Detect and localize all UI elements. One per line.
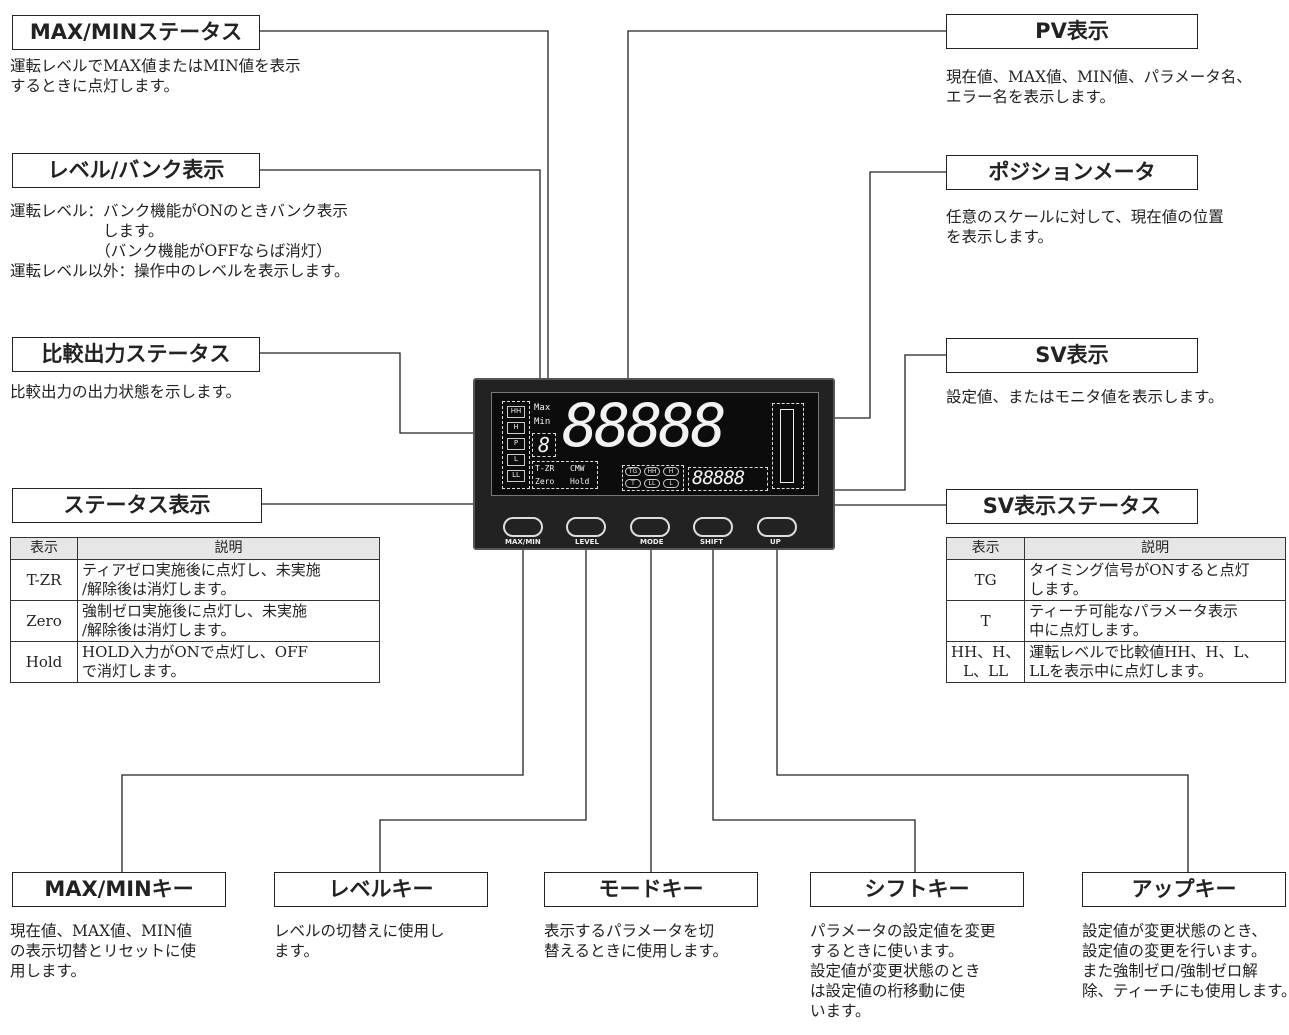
- max-indicator: Max: [534, 403, 551, 413]
- led-tg: TG: [625, 467, 641, 476]
- position-meter-title: ポジションメータ: [946, 155, 1198, 190]
- table-row: TG タイミング信号がONすると点灯 します。: [945, 559, 1286, 601]
- table-cell: 運転レベルで比較値HH、H、L、 LLを表示中に点灯します。: [1024, 641, 1286, 683]
- sv-status-table: 表示 説明 TG タイミング信号がONすると点灯 します。 T ティーチ可能なパ…: [945, 537, 1286, 683]
- led-t: T: [625, 479, 641, 488]
- status-display-title: ステータス表示: [12, 488, 262, 523]
- sv-digits: 88888: [692, 467, 745, 489]
- led-sv-l: L: [663, 479, 679, 488]
- shift-key-title: シフトキー: [810, 872, 1024, 907]
- table-cell: HH、H、 L、LL: [945, 641, 1026, 683]
- sv-display-desc: 設定値、またはモニタ値を表示します。: [946, 388, 1224, 406]
- level-key-desc: レベルの切替えに使用し ます。: [274, 922, 445, 960]
- led-hh: HH: [507, 406, 525, 418]
- table-header-row: 表示 説明: [945, 537, 1286, 560]
- bank-digit: 8: [538, 433, 551, 457]
- pv-display-desc: 現在値、MAX値、MIN値、パラメータ名、 エラー名を表示します。: [946, 68, 1252, 106]
- led-sv-hh: HH: [644, 467, 660, 476]
- shift-key[interactable]: [693, 517, 733, 537]
- table-header-row: 表示 説明: [10, 537, 380, 560]
- led-sv-h: H: [663, 467, 679, 476]
- led-sv-ll: LL: [644, 479, 660, 488]
- table-header: 表示: [945, 537, 1026, 560]
- pv-display-title: PV表示: [946, 14, 1198, 49]
- lcd-display: HH H P L LL Max Min 8 T-ZR Zero Hold CMW…: [491, 392, 819, 496]
- mode-key-label: MODE: [640, 538, 664, 546]
- level-bank-desc: 運転レベル：バンク機能がONのときバンク表示 します。 （バンク機能がOFFなら…: [10, 202, 350, 280]
- level-key-title: レベルキー: [274, 872, 488, 907]
- position-meter-desc: 任意のスケールに対して、現在値の位置 を表示します。: [946, 208, 1224, 246]
- up-key[interactable]: [757, 517, 797, 537]
- table-cell: 強制ゼロ実施後に点灯し、未実施 /解除後は消灯します。: [77, 600, 380, 642]
- position-meter-bar: [780, 409, 794, 483]
- led-l: L: [507, 454, 525, 466]
- sv-status-title: SV表示ステータス: [946, 489, 1198, 524]
- led-h: H: [507, 422, 525, 434]
- led-ll: LL: [507, 470, 525, 482]
- status-area: [532, 461, 598, 489]
- table-row: HH、H、 L、LL 運転レベルで比較値HH、H、L、 LLを表示中に点灯します…: [945, 641, 1286, 683]
- pv-digits: 88888: [562, 391, 727, 461]
- up-key-desc: 設定値が変更状態のとき、 設定値の変更を行います。 また強制ゼロ/強制ゼロ解 除…: [1082, 922, 1289, 1000]
- compare-output-desc: 比較出力の出力状態を示します。: [10, 383, 241, 401]
- sv-display-title: SV表示: [946, 338, 1198, 373]
- maxmin-status-title: MAX/MINステータス: [12, 15, 260, 50]
- level-bank-title: レベル/バンク表示: [12, 153, 260, 188]
- level-key-label: LEVEL: [575, 538, 599, 546]
- shift-key-desc: パラメータの設定値を変更 するときに使います。 設定値が変更状態のとき は設定値…: [810, 922, 996, 1020]
- maxmin-key-desc: 現在値、MAX値、MIN値 の表示切替とリセットに使 用します。: [10, 922, 197, 980]
- maxmin-key[interactable]: [503, 517, 543, 537]
- level-bank-area: [532, 433, 556, 457]
- table-row: T ティーチ可能なパラメータ表示 中に点灯します。: [945, 600, 1286, 642]
- up-key-title: アップキー: [1082, 872, 1286, 907]
- table-row: Hold HOLD入力がONで点灯し、OFF で消灯します。: [10, 641, 380, 683]
- table-cell: TG: [945, 559, 1026, 601]
- table-cell: Hold: [10, 641, 78, 683]
- table-cell: HOLD入力がONで点灯し、OFF で消灯します。: [77, 641, 380, 683]
- table-cell: ティーチ可能なパラメータ表示 中に点灯します。: [1024, 600, 1286, 642]
- table-cell: T-ZR: [10, 559, 78, 601]
- compare-output-title: 比較出力ステータス: [12, 337, 260, 372]
- status-table: 表示 説明 T-ZR ティアゼロ実施後に点灯し、未実施 /解除後は消灯します。 …: [10, 537, 380, 683]
- led-p: P: [507, 438, 525, 450]
- shift-key-label: SHIFT: [700, 538, 724, 546]
- tzr-indicator: T-ZR: [535, 464, 555, 473]
- level-key[interactable]: [566, 517, 606, 537]
- mode-key-title: モードキー: [544, 872, 758, 907]
- cmw-indicator: CMW: [570, 464, 585, 473]
- table-cell: Zero: [10, 600, 78, 642]
- mode-key[interactable]: [630, 517, 670, 537]
- table-row: T-ZR ティアゼロ実施後に点灯し、未実施 /解除後は消灯します。: [10, 559, 380, 601]
- table-cell: タイミング信号がONすると点灯 します。: [1024, 559, 1286, 601]
- min-indicator: Min: [534, 417, 551, 427]
- table-cell: T: [945, 600, 1026, 642]
- table-header: 表示: [10, 537, 78, 560]
- mode-key-desc: 表示するパラメータを切 替えるときに使用します。: [544, 922, 728, 960]
- up-key-label: UP: [770, 538, 781, 546]
- table-header: 説明: [1024, 537, 1286, 560]
- zero-indicator: Zero: [535, 477, 555, 486]
- compare-output-area: [502, 401, 530, 489]
- sv-status-area: [622, 465, 684, 491]
- hold-indicator: Hold: [570, 477, 590, 486]
- table-row: Zero 強制ゼロ実施後に点灯し、未実施 /解除後は消灯します。: [10, 600, 380, 642]
- position-meter-area: [772, 403, 804, 489]
- maxmin-key-title: MAX/MINキー: [12, 872, 226, 907]
- table-header: 説明: [77, 537, 380, 560]
- sv-display-area: [688, 467, 768, 491]
- maxmin-status-desc: 運転レベルでMAX値またはMIN値を表示 するときに点灯します。: [10, 57, 301, 95]
- table-cell: ティアゼロ実施後に点灯し、未実施 /解除後は消灯します。: [77, 559, 380, 601]
- maxmin-key-label: MAX/MIN: [505, 538, 541, 546]
